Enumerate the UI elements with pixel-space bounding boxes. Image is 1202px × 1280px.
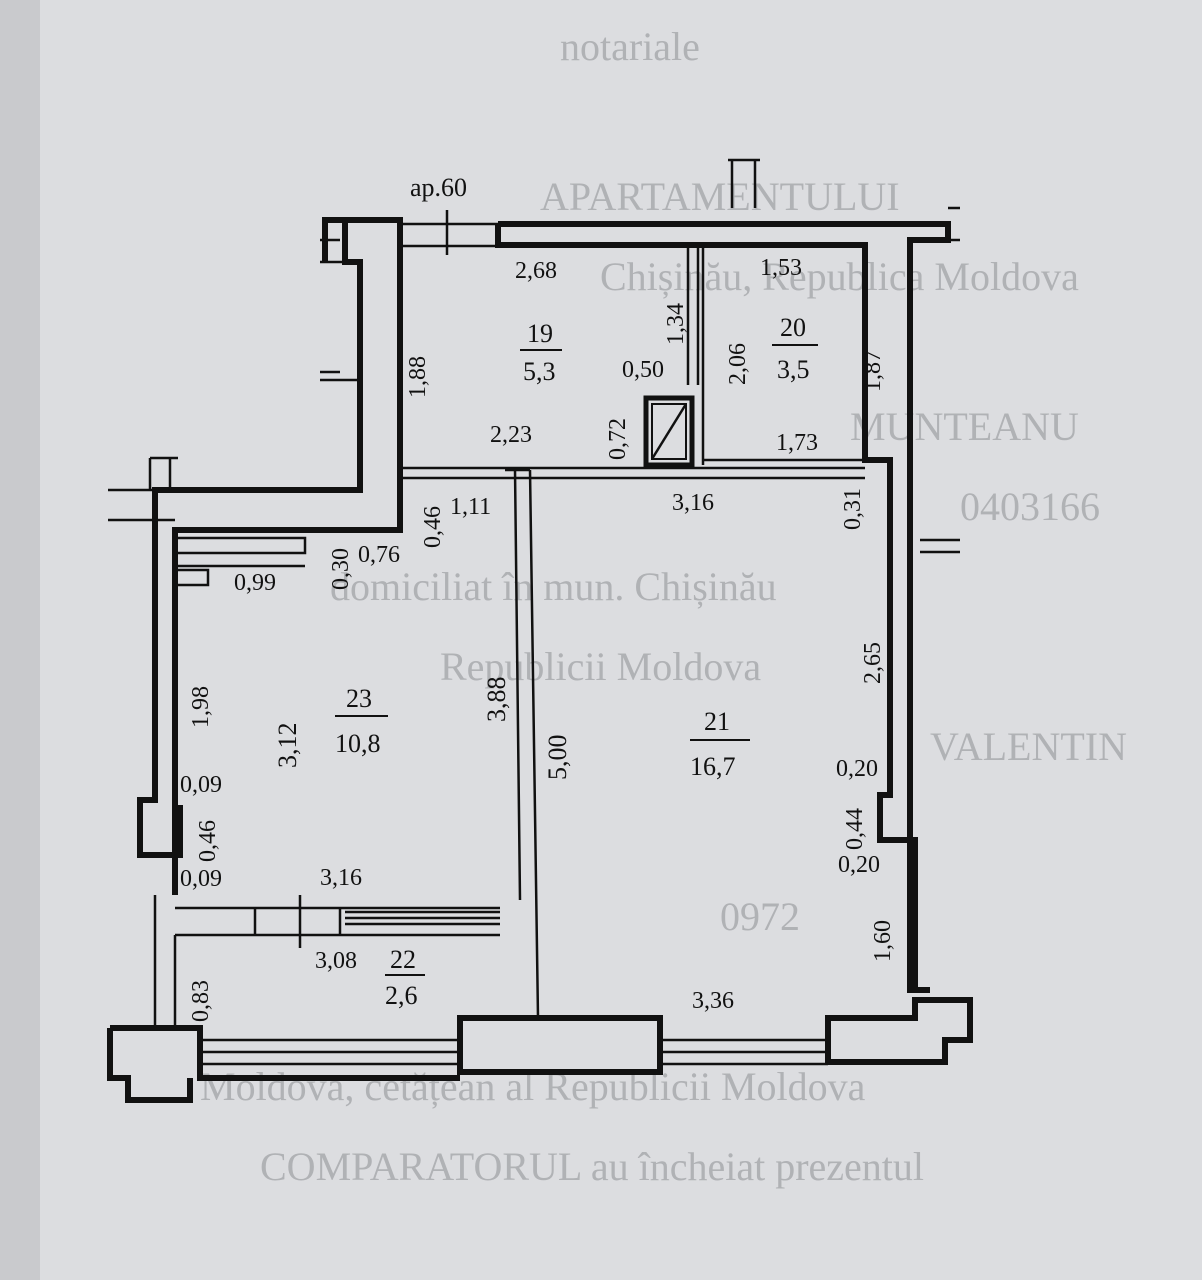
apartment-label: ap.60	[410, 173, 467, 202]
door-22	[253, 908, 342, 935]
wall-stubs-left-2	[108, 456, 178, 522]
dim-3-16-top: 3,16	[672, 490, 714, 516]
wall-outer-right	[495, 224, 918, 990]
wall-bottom-right-pier	[825, 997, 973, 1065]
ghost-text-5: 0403166	[960, 484, 1100, 529]
room-22-number: 22	[390, 945, 416, 974]
ghost-text-9: 0972	[720, 894, 800, 939]
dim-0-20-a: 0,20	[836, 756, 878, 782]
room-23-area: 10,8	[335, 729, 381, 758]
wall-inner-left	[172, 217, 403, 895]
dim-0-76: 0,76	[358, 542, 400, 568]
window-top	[400, 222, 498, 248]
dim-1-87: 1,87	[860, 350, 886, 392]
partition-19-20	[686, 245, 700, 385]
dim-3-08: 3,08	[315, 948, 357, 974]
ghost-text-7: Republicii Moldova	[440, 644, 761, 689]
ghost-text-2: APARTAMENTULUI	[540, 174, 900, 219]
labels: ap.60 19 5,3 20 3,5 23 10,8 21 16,7 22 2…	[180, 173, 896, 1022]
ghost-text-3: Chișinău, Republica Moldova	[600, 254, 1079, 299]
dim-3-16-bottom: 3,16	[320, 865, 362, 891]
room-21-area: 16,7	[690, 752, 736, 781]
dim-1-11: 1,11	[450, 494, 491, 520]
window-bottom-right	[660, 1038, 828, 1066]
dim-1-73: 1,73	[776, 430, 818, 456]
wall-stubs-left	[320, 238, 360, 382]
room-21-number: 21	[704, 707, 730, 736]
dim-0-44: 0,44	[842, 808, 868, 850]
dim-2-06: 2,06	[725, 343, 751, 385]
dim-3-36: 3,36	[692, 988, 734, 1014]
dim-1-98: 1,98	[188, 686, 214, 728]
dim-1-60: 1,60	[870, 920, 896, 962]
dim-0-50: 0,50	[622, 357, 664, 383]
dim-0-72: 0,72	[605, 418, 631, 460]
room-22-area: 2,6	[385, 981, 418, 1010]
dim-0-99: 0,99	[234, 570, 276, 596]
room-19-number: 19	[527, 319, 553, 348]
room-20-area: 3,5	[777, 355, 810, 384]
paper-shadow-left	[0, 0, 40, 1280]
dim-0-46-top: 0,46	[420, 506, 446, 548]
dim-3-88: 3,88	[482, 677, 511, 723]
wall-bottom-left-pier	[107, 1028, 193, 1103]
ghost-text-8: VALENTIN	[930, 724, 1127, 769]
walls	[107, 158, 973, 1103]
room-19-area: 5,3	[523, 357, 556, 386]
dim-0-83: 0,83	[188, 980, 214, 1022]
partition-22-23	[175, 906, 500, 937]
wall-22-left	[153, 895, 177, 1028]
dim-3-12: 3,12	[273, 723, 302, 769]
vent-shaft	[643, 395, 695, 468]
ghost-text-6: domiciliat în mun. Chișinău	[330, 564, 777, 609]
room-23-number: 23	[346, 684, 372, 713]
dim-1-53: 1,53	[760, 255, 802, 281]
ghost-text-4: MUNTEANU	[850, 404, 1079, 449]
door-22-lines	[345, 910, 500, 926]
dim-1-88: 1,88	[405, 356, 431, 398]
wall-stub-top	[728, 158, 760, 208]
dim-0-30: 0,30	[328, 548, 354, 590]
wall-mid-horizontal	[400, 466, 865, 480]
ghost-text-11: COMPARATORUL au încheiat prezentul	[260, 1144, 924, 1189]
dim-0-46-left: 0,46	[195, 820, 221, 862]
dim-0-31: 0,31	[840, 488, 866, 530]
ghost-text-1: notariale	[560, 24, 700, 69]
room-20-number: 20	[780, 313, 806, 342]
wall-top-left-cap	[322, 217, 345, 262]
dim-0-09-b: 0,09	[180, 866, 222, 892]
dim-0-20-b: 0,20	[838, 852, 880, 878]
dim-2-65: 2,65	[860, 642, 886, 684]
wall-bottom-middle-pier	[457, 1015, 663, 1075]
vent-shaft-diagonal	[650, 403, 688, 460]
built-in-closet	[178, 536, 307, 587]
wall-stub-right-top	[948, 206, 960, 242]
partition-21-23	[513, 469, 540, 1019]
dim-2-68: 2,68	[515, 258, 557, 284]
wall-stub-right-mid	[920, 538, 960, 554]
dim-1-34: 1,34	[663, 303, 689, 345]
wall-top-right	[498, 221, 951, 993]
dim-0-09-a: 0,09	[180, 772, 222, 798]
vent-shaft-inner	[651, 403, 687, 460]
dim-5-00: 5,00	[543, 735, 572, 781]
window-bottom-left	[200, 1038, 460, 1066]
wall-outer-left	[137, 220, 363, 858]
dim-2-23: 2,23	[490, 422, 532, 448]
